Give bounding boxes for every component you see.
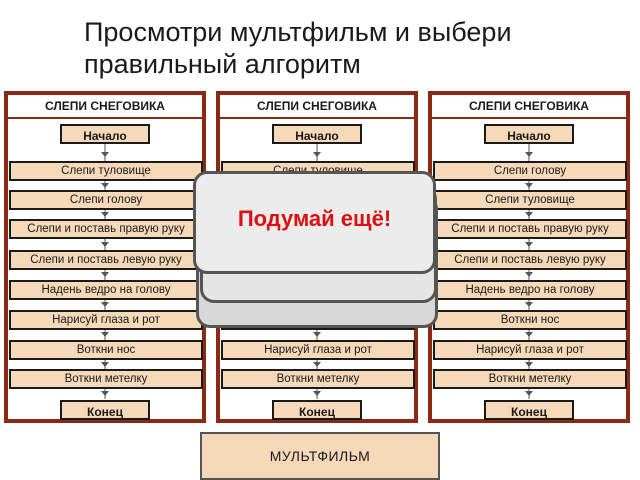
arrow-down-icon xyxy=(525,152,533,157)
step-box: Слепи голову xyxy=(433,161,627,181)
step-box: Слепи и поставь правую руку xyxy=(9,219,203,239)
step-box: Воткни метелку xyxy=(221,369,415,389)
step-box: Воткни нос xyxy=(433,310,627,330)
algorithm-column-3[interactable]: СЛЕПИ СНЕГОВИКА Начало Слепи голову Слеп… xyxy=(428,91,630,423)
step-box: Воткни нос xyxy=(9,340,203,360)
arrow-down-icon xyxy=(313,362,321,367)
arrow-down-icon xyxy=(101,362,109,367)
arrow-down-icon xyxy=(525,391,533,396)
page-title: Просмотри мультфильм и выбери правильный… xyxy=(84,16,624,80)
step-box: Нарисуй глаза и рот xyxy=(9,310,203,330)
arrow-down-icon xyxy=(525,362,533,367)
arrow-down-icon xyxy=(525,272,533,277)
arrow-down-icon xyxy=(101,242,109,247)
arrow-down-icon xyxy=(101,391,109,396)
arrow-down-icon xyxy=(101,272,109,277)
page-title-line-2: правильный алгоритм xyxy=(84,49,361,79)
algorithm-column-1[interactable]: СЛЕПИ СНЕГОВИКА Начало Слепи туловище Сл… xyxy=(4,91,206,423)
step-box: Воткни метелку xyxy=(9,369,203,389)
step-box: Слепи и поставь левую руку xyxy=(9,250,203,270)
cartoon-button[interactable]: МУЛЬТФИЛЬМ xyxy=(200,432,440,480)
arrow-down-icon xyxy=(525,332,533,337)
column-header: СЛЕПИ СНЕГОВИКА xyxy=(8,95,202,119)
end-terminal: Конец xyxy=(484,400,574,420)
arrow-down-icon xyxy=(313,391,321,396)
step-box: Надень ведро на голову xyxy=(433,280,627,300)
step-box: Слепи туловище xyxy=(9,161,203,181)
arrow-down-icon xyxy=(525,302,533,307)
arrow-down-icon xyxy=(525,212,533,217)
popup-message: Подумай ещё! xyxy=(237,205,392,231)
arrow-down-icon xyxy=(525,242,533,247)
arrow-down-icon xyxy=(525,183,533,188)
arrow-down-icon xyxy=(101,212,109,217)
start-terminal: Начало xyxy=(272,124,362,144)
step-box: Нарисуй глаза и рот xyxy=(433,340,627,360)
step-box: Надень ведро на голову xyxy=(9,280,203,300)
start-terminal: Начало xyxy=(60,124,150,144)
step-box: Слепи и поставь левую руку xyxy=(433,250,627,270)
arrow-down-icon xyxy=(313,152,321,157)
arrow-down-icon xyxy=(101,183,109,188)
step-box: Слепи туловище xyxy=(433,190,627,210)
arrow-down-icon xyxy=(101,332,109,337)
step-box: Слепи и поставь правую руку xyxy=(433,219,627,239)
page-title-line-1: Просмотри мультфильм и выбери xyxy=(84,17,512,47)
feedback-popup[interactable]: Подумай ещё! xyxy=(193,171,436,274)
step-box: Нарисуй глаза и рот xyxy=(221,340,415,360)
column-header: СЛЕПИ СНЕГОВИКА xyxy=(432,95,626,119)
arrow-down-icon xyxy=(101,152,109,157)
column-header: СЛЕПИ СНЕГОВИКА xyxy=(220,95,414,119)
arrow-down-icon xyxy=(313,332,321,337)
end-terminal: Конец xyxy=(272,400,362,420)
step-box: Воткни метелку xyxy=(433,369,627,389)
start-terminal: Начало xyxy=(484,124,574,144)
arrow-down-icon xyxy=(101,302,109,307)
step-box: Слепи голову xyxy=(9,190,203,210)
end-terminal: Конец xyxy=(60,400,150,420)
